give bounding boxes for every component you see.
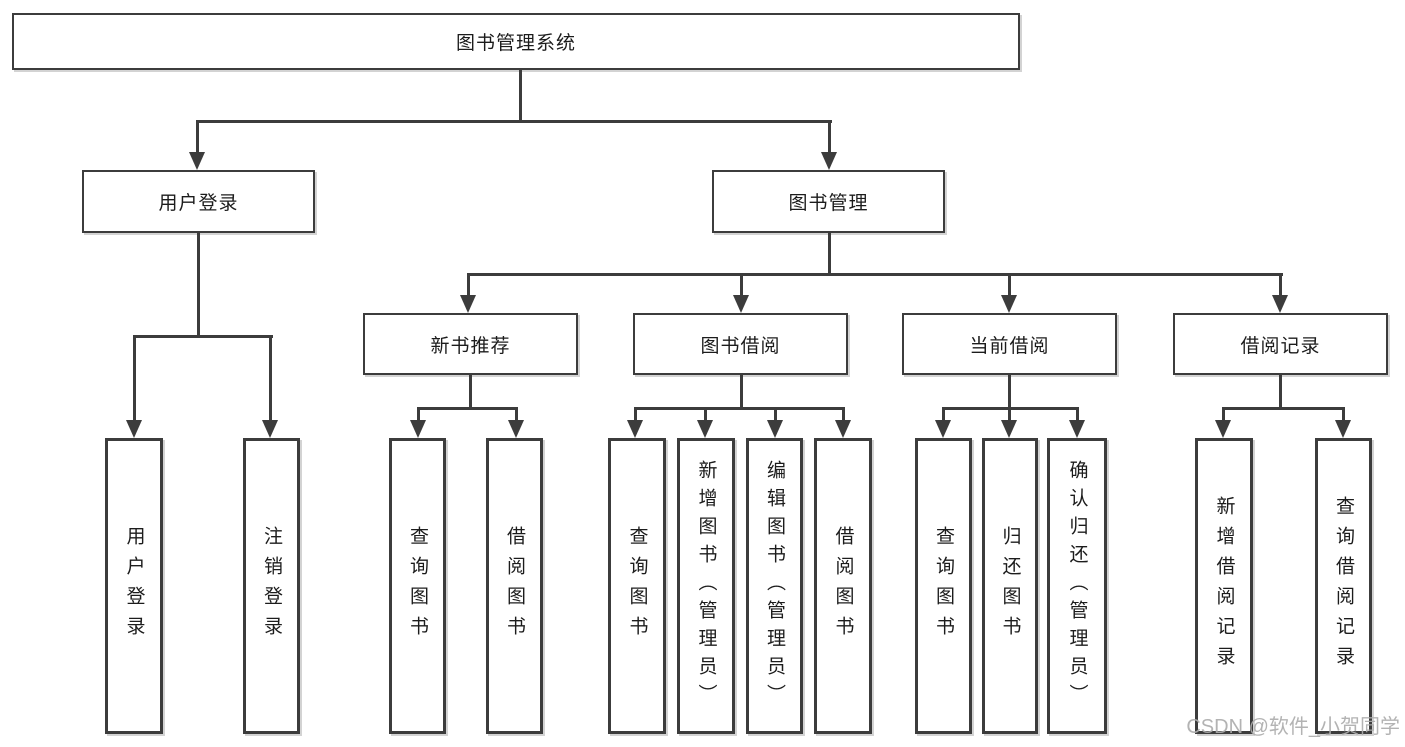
connector-drop-query-book-2	[634, 407, 637, 421]
arrowhead-query-book-2	[627, 420, 643, 438]
leaf-borrow-book-2: 借阅图书	[814, 438, 872, 734]
node-user-login-label: 用户登录	[158, 193, 239, 214]
arrowhead-leaf-logout	[262, 420, 278, 438]
leaf-add-record: 新增借阅记录	[1195, 438, 1253, 734]
connector-bm-stub	[828, 233, 831, 276]
arrowhead-edit-book	[767, 420, 783, 438]
connector-bm-hline	[467, 273, 1283, 276]
arrowhead-borrow-book-1	[508, 420, 524, 438]
leaf-confirm-return: 确认归还（管理员）	[1047, 438, 1107, 734]
connector-drop-query-book-1	[417, 407, 420, 421]
node-borrow-records: 借阅记录	[1173, 313, 1388, 375]
arrowhead-query-book-3	[935, 420, 951, 438]
node-book-mgmt: 图书管理	[712, 170, 945, 233]
connector-drop-add-record	[1222, 407, 1225, 421]
connector-ul-hline	[133, 335, 273, 338]
node-book-mgmt-label: 图书管理	[788, 193, 869, 214]
connector-drop-current-borrow	[1008, 273, 1011, 296]
arrowhead-user-login	[189, 152, 205, 170]
leaf-query-book-3-label: 查询图书	[933, 526, 954, 646]
arrowhead-book-mgmt	[821, 152, 837, 170]
leaf-edit-book-label: 编辑图书（管理员）	[764, 460, 785, 712]
leaf-query-record-label: 查询借阅记录	[1333, 496, 1354, 676]
arrowhead-return-book	[1001, 420, 1017, 438]
connector-drop-leaf-user-login	[133, 335, 136, 421]
node-root: 图书管理系统	[12, 13, 1020, 70]
arrowhead-query-book-1	[410, 420, 426, 438]
csdn-watermark: CSDN @软件_小贺同学	[1186, 716, 1400, 738]
arrowhead-query-record	[1335, 420, 1351, 438]
connector-drop-borrow-book-1	[515, 407, 518, 421]
connector-root-stub	[519, 70, 522, 122]
leaf-edit-book: 编辑图书（管理员）	[746, 438, 803, 734]
leaf-confirm-return-label: 确认归还（管理员）	[1066, 460, 1088, 712]
connector-drop-new-book-rec	[467, 273, 470, 296]
connector-drop-add-book	[704, 407, 707, 421]
connector-root-hline	[196, 120, 832, 123]
connector-drop-book-borrow	[740, 273, 743, 296]
arrowhead-borrow-records	[1272, 295, 1288, 313]
connector-drop-borrow-book-2	[842, 407, 845, 421]
connector-drop-edit-book	[774, 407, 777, 421]
node-new-book-rec: 新书推荐	[363, 313, 578, 375]
leaf-add-record-label: 新增借阅记录	[1213, 496, 1235, 676]
leaf-logout: 注销登录	[243, 438, 300, 734]
connector-drop-confirm-return	[1076, 407, 1079, 421]
arrowhead-book-borrow	[733, 295, 749, 313]
arrowhead-add-book	[697, 420, 713, 438]
leaf-add-book-label: 新增图书（管理员）	[695, 460, 717, 712]
leaf-query-book-2-label: 查询图书	[626, 526, 648, 646]
connector-nb-hline	[417, 407, 518, 410]
node-new-book-rec-label: 新书推荐	[430, 335, 511, 357]
node-user-login: 用户登录	[82, 170, 315, 233]
leaf-return-book: 归还图书	[982, 438, 1038, 734]
connector-drop-book-mgmt	[828, 120, 831, 154]
leaf-query-record: 查询借阅记录	[1315, 438, 1372, 734]
leaf-logout-label: 注销登录	[261, 526, 282, 646]
node-current-borrow-label: 当前借阅	[969, 335, 1050, 357]
node-current-borrow: 当前借阅	[902, 313, 1117, 375]
node-root-label: 图书管理系统	[455, 33, 576, 54]
connector-drop-user-login	[196, 120, 199, 154]
connector-drop-return-book	[1008, 407, 1011, 421]
connector-drop-leaf-logout	[269, 335, 272, 421]
arrowhead-add-record	[1215, 420, 1231, 438]
node-book-borrow: 图书借阅	[633, 313, 848, 375]
arrowhead-leaf-user-login	[126, 420, 142, 438]
leaf-borrow-book-1: 借阅图书	[486, 438, 543, 734]
leaf-query-book-1-label: 查询图书	[407, 526, 428, 646]
connector-re-stub	[1279, 375, 1282, 410]
leaf-return-book-label: 归还图书	[999, 526, 1021, 646]
connector-ul-stub	[197, 233, 200, 338]
connector-cu-stub	[1008, 375, 1011, 410]
arrowhead-borrow-book-2	[835, 420, 851, 438]
connector-drop-query-record	[1342, 407, 1345, 421]
connector-drop-borrow-records	[1279, 273, 1282, 296]
leaf-query-book-3: 查询图书	[915, 438, 972, 734]
leaf-user-login-label: 用户登录	[123, 526, 145, 646]
leaf-user-login: 用户登录	[105, 438, 163, 734]
arrowhead-confirm-return	[1069, 420, 1085, 438]
connector-br-stub	[740, 375, 743, 410]
node-borrow-records-label: 借阅记录	[1240, 335, 1321, 357]
connector-drop-query-book-3	[942, 407, 945, 421]
arrowhead-new-book-rec	[460, 295, 476, 313]
leaf-query-book-1: 查询图书	[389, 438, 446, 734]
leaf-borrow-book-1-label: 借阅图书	[504, 526, 525, 646]
leaf-query-book-2: 查询图书	[608, 438, 666, 734]
connector-nb-stub	[469, 375, 472, 410]
connector-re-hline	[1222, 407, 1345, 410]
connector-br-hline	[634, 407, 845, 410]
leaf-add-book: 新增图书（管理员）	[677, 438, 735, 734]
node-book-borrow-label: 图书借阅	[700, 335, 781, 357]
arrowhead-current-borrow	[1001, 295, 1017, 313]
leaf-borrow-book-2-label: 借阅图书	[832, 526, 854, 646]
